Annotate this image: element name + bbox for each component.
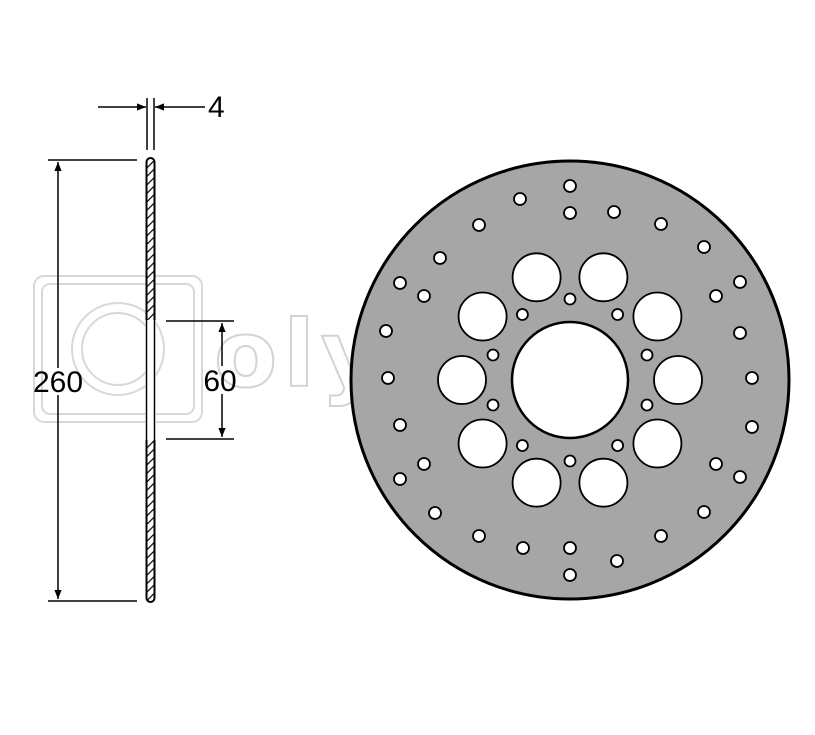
drilled-hole [563, 179, 577, 193]
drilled-hole [472, 529, 486, 543]
large-hole [457, 291, 508, 342]
small-inner-hole [611, 439, 624, 452]
small-inner-hole [486, 398, 500, 412]
drilled-hole [709, 289, 723, 303]
drilled-hole [610, 554, 624, 568]
center-bore [510, 320, 630, 440]
small-inner-hole [611, 308, 624, 321]
drilled-hole [513, 192, 527, 206]
drilled-hole [428, 506, 442, 520]
drilled-hole [417, 457, 431, 471]
drilled-hole [733, 275, 747, 289]
drilled-hole [472, 218, 486, 232]
drilled-hole [379, 324, 393, 338]
large-hole [511, 252, 562, 303]
drilled-hole [654, 529, 668, 543]
drilled-hole [607, 205, 621, 219]
large-hole [457, 418, 508, 469]
drilled-hole [709, 457, 723, 471]
drilled-hole [417, 289, 431, 303]
inner-diameter-label: 60 [203, 365, 236, 398]
drilled-hole [563, 206, 577, 220]
large-hole [511, 457, 562, 508]
drilled-hole [733, 326, 747, 340]
small-inner-hole [486, 348, 500, 362]
small-inner-hole [640, 398, 654, 412]
drilled-hole [393, 276, 407, 290]
outer-diameter-label: 260 [33, 366, 83, 399]
large-hole [578, 457, 629, 508]
large-hole [632, 418, 683, 469]
drilled-hole [381, 371, 395, 385]
large-hole [578, 252, 629, 303]
large-hole [437, 355, 487, 405]
large-hole [653, 355, 703, 405]
drilled-hole [745, 371, 759, 385]
drilled-hole [393, 418, 407, 432]
drilled-hole [745, 420, 759, 434]
drilled-hole [697, 240, 711, 254]
drilled-hole [516, 541, 530, 555]
small-inner-hole [640, 348, 654, 362]
drilled-hole [393, 472, 407, 486]
drilled-hole [733, 470, 747, 484]
disc-front-view [349, 159, 791, 601]
small-inner-hole [563, 454, 577, 468]
drilled-hole [563, 541, 577, 555]
disc-side-view [145, 157, 156, 603]
drilled-hole [563, 568, 577, 582]
inner-diameter-dimension: 60 [166, 320, 237, 440]
drilled-hole [697, 505, 711, 519]
outer-diameter-dimension: 260 [33, 159, 137, 602]
small-inner-hole [563, 292, 577, 306]
drilled-hole [433, 251, 447, 265]
small-inner-hole [516, 439, 529, 452]
drilled-hole [654, 217, 668, 231]
thickness-dimension: 4 [98, 91, 225, 150]
thickness-label: 4 [208, 91, 225, 124]
small-inner-hole [516, 308, 529, 321]
large-hole [632, 291, 683, 342]
